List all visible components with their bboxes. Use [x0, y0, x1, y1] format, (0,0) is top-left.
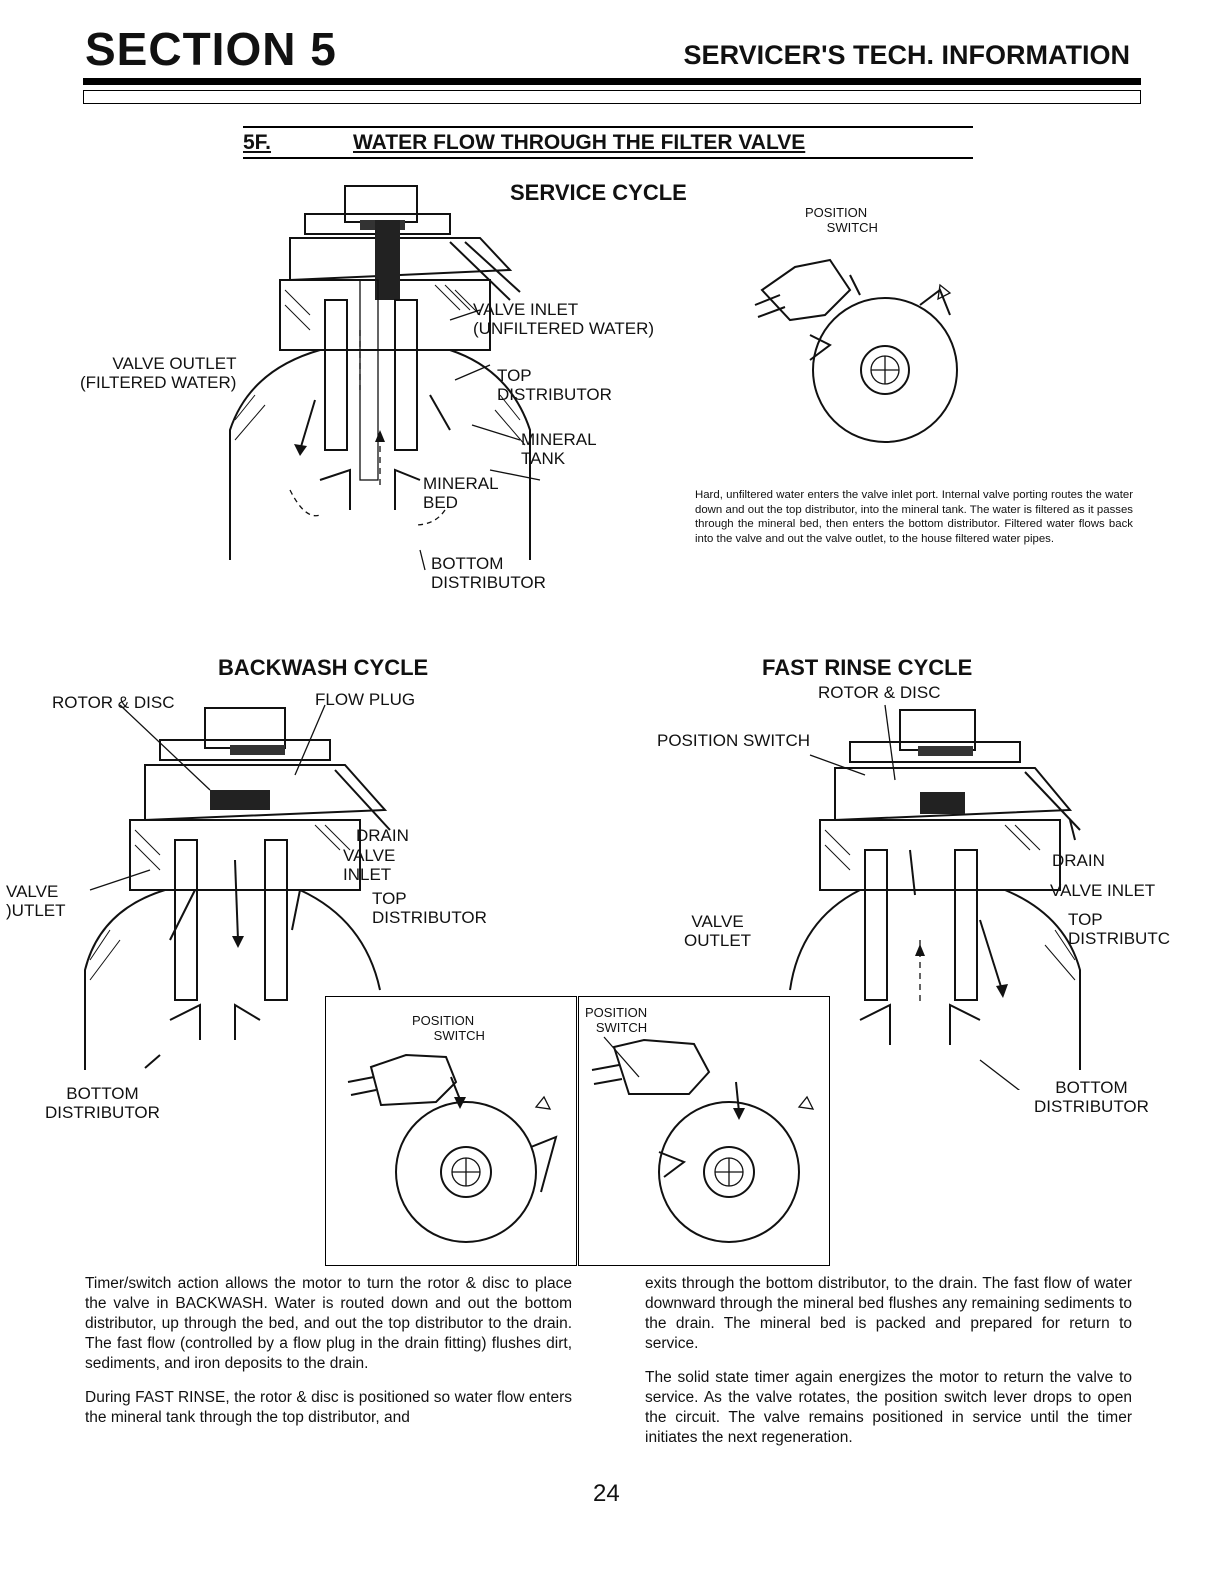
service-bottom-distributor-label: BOTTOM DISTRIBUTOR — [431, 554, 546, 592]
service-valve-outlet-label: VALVE OUTLET (FILTERED WATER) — [80, 354, 237, 392]
service-valve-diagram — [229, 185, 541, 571]
fast-rinse-position-switch-diagram — [591, 1036, 815, 1243]
service-mineral-tank-label: MINERAL TANK — [521, 430, 597, 468]
backwash-position-switch-box: POSITION SWITCH — [325, 996, 577, 1266]
backwash-flow-plug-label: FLOW PLUG — [315, 690, 416, 709]
backwash-cycle-title: BACKWASH CYCLE — [218, 655, 429, 680]
backwash-valve-diagram — [84, 704, 391, 1070]
fast-rinse-valve-diagram — [789, 704, 1081, 1090]
fast-rinse-valve-outlet-label: VALVE OUTLET — [684, 912, 752, 950]
backwash-drain-label: DRAIN — [356, 826, 409, 845]
backwash-valve-inlet-label: VALVE INLET — [343, 846, 396, 884]
header-title: SERVICER'S TECH. INFORMATION — [683, 40, 1130, 70]
backwash-position-switch-label: POSITION SWITCH — [412, 1013, 485, 1043]
subsection-title: 5F. WATER FLOW THROUGH THE FILTER VALVE — [243, 126, 973, 159]
fast-rinse-position-switch-box: POSITION SWITCH — [578, 996, 830, 1266]
backwash-bottom-distributor-label: BOTTOM DISTRIBUTOR — [45, 1084, 160, 1122]
fast-rinse-rotor-disc-label: ROTOR & DISC — [818, 683, 941, 702]
backwash-valve-outlet-label: VALVE )UTLET — [6, 882, 66, 920]
service-top-distributor-label: TOP DISTRIBUTOR — [497, 366, 612, 404]
backwash-rotor-disc-label: ROTOR & DISC — [52, 693, 175, 712]
subsection-number: 5F. — [243, 131, 272, 154]
header-rule-outline — [83, 90, 1141, 104]
fast-rinse-position-switch-label: POSITION SWITCH — [657, 731, 810, 750]
service-description: Hard, unfiltered water enters the valve … — [695, 489, 1133, 545]
page-number: 24 — [593, 1480, 620, 1507]
backwash-top-distributor-label: TOP DISTRIBUTOR — [372, 889, 487, 927]
header-rule — [83, 78, 1141, 85]
subsection-label: WATER FLOW THROUGH THE FILTER VALVE — [353, 131, 806, 154]
body-right-column: exits through the bottom distributor, to… — [645, 1274, 1132, 1448]
fast-rinse-bottom-distributor-label: BOTTOM DISTRIBUTOR — [1034, 1078, 1149, 1116]
body-left-paragraph-2: During FAST RINSE, the rotor & disc is p… — [85, 1389, 572, 1426]
body-left-column: Timer/switch action allows the motor to … — [85, 1274, 572, 1428]
service-cycle-title: SERVICE CYCLE — [510, 180, 687, 205]
fast-rinse-cycle-title: FAST RINSE CYCLE — [762, 655, 973, 680]
fast-rinse-valve-inlet-label: VALVE INLET — [1050, 881, 1156, 900]
body-left-paragraph-1: Timer/switch action allows the motor to … — [85, 1275, 572, 1372]
section-heading: SECTION 5 — [85, 23, 337, 75]
backwash-position-switch-diagram — [347, 1053, 558, 1243]
body-right-paragraph-2: The solid state timer again energizes th… — [645, 1369, 1132, 1446]
fast-rinse-drain-label: DRAIN — [1052, 851, 1105, 870]
fast-rinse-top-distributor-label: TOP DISTRIBUTC — [1068, 910, 1170, 948]
service-position-switch-diagram — [754, 258, 958, 443]
body-right-paragraph-1: exits through the bottom distributor, to… — [645, 1275, 1132, 1352]
fast-rinse-position-switch-label-box: POSITION SWITCH — [585, 1005, 648, 1035]
service-mineral-bed-label: MINERAL BED — [423, 474, 499, 512]
service-position-switch-label: POSITION SWITCH — [805, 205, 878, 235]
service-valve-inlet-label: VALVE INLET (UNFILTERED WATER) — [473, 300, 655, 338]
